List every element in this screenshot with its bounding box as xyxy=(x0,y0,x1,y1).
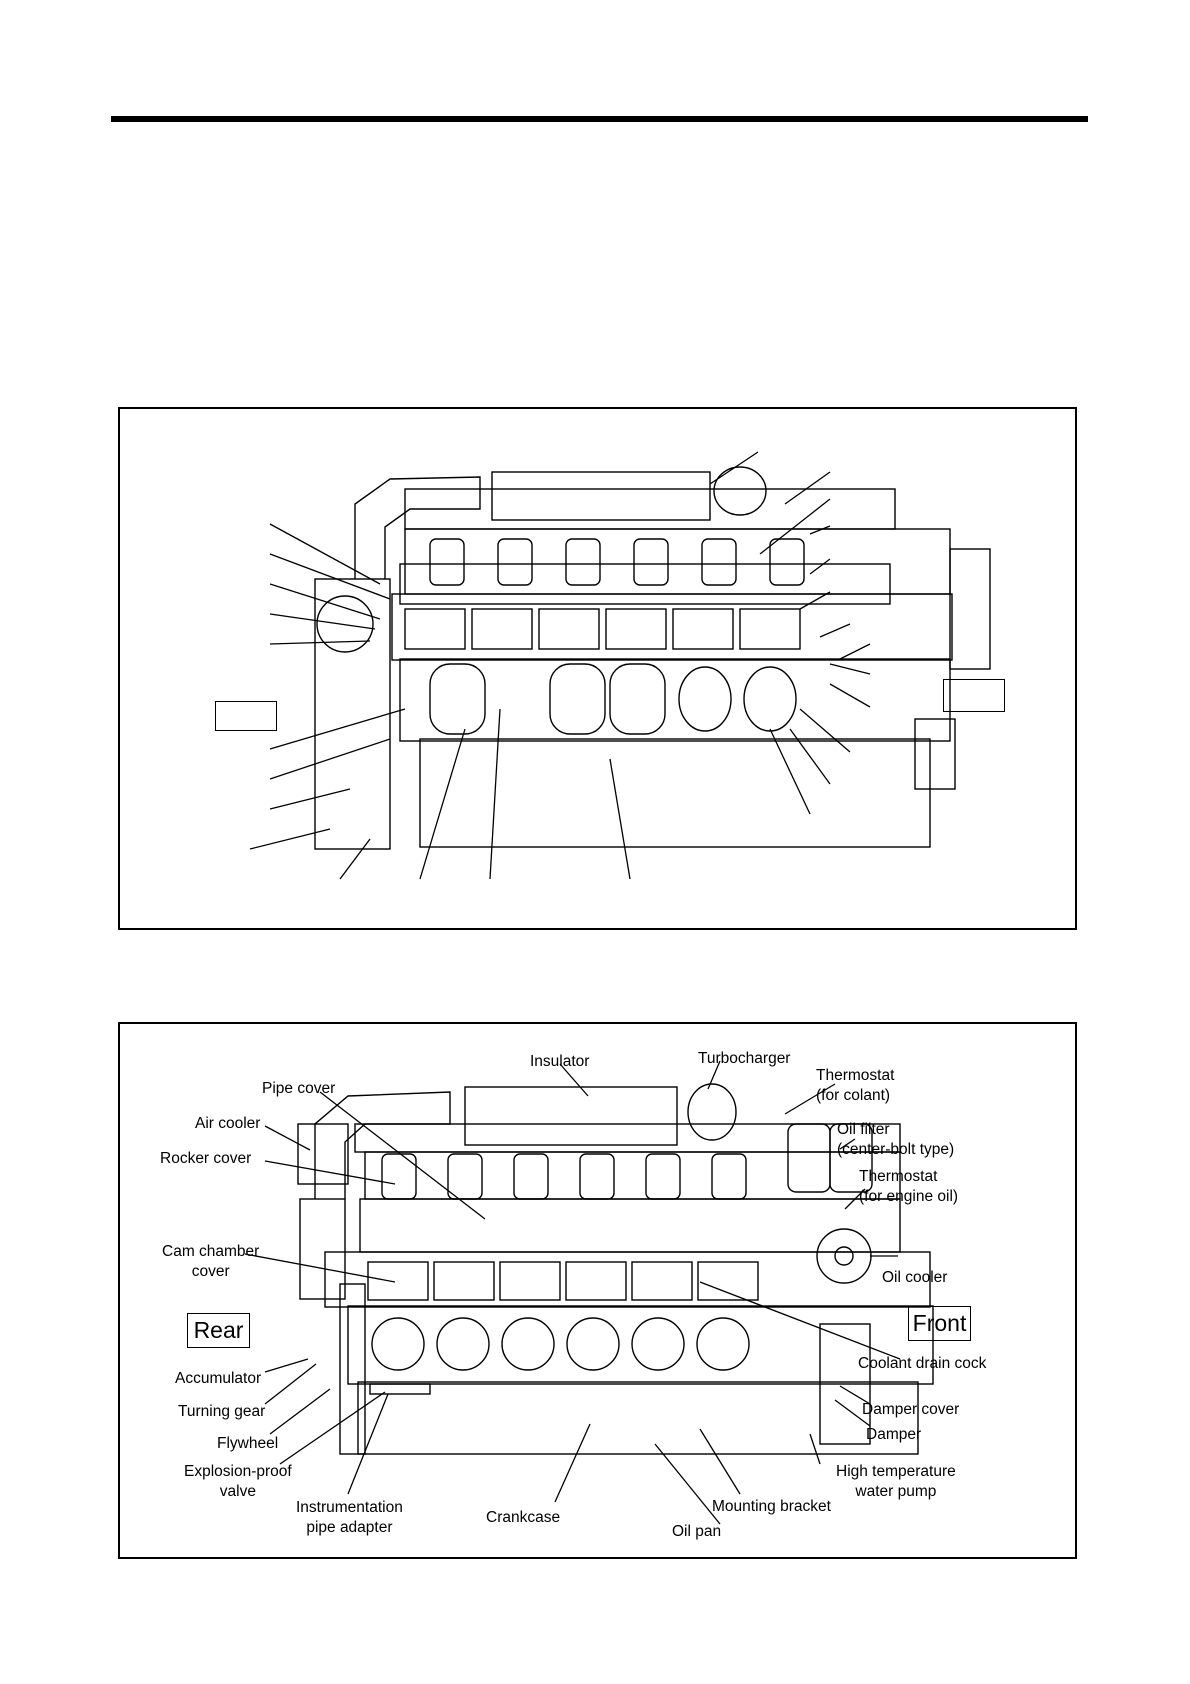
engine-crankcase-outline xyxy=(399,658,951,742)
leader-lines-top xyxy=(249,451,871,880)
engine-oil-cooler-hub xyxy=(834,1246,854,1266)
engine-insulator-block xyxy=(491,471,711,521)
engine-insulator-block xyxy=(464,1086,678,1146)
engine-manifold xyxy=(404,488,896,530)
label-high-temp-water-pump: High temperature water pump xyxy=(836,1463,956,1500)
label-damper-cover: Damper cover xyxy=(862,1401,960,1418)
engine-drawing-labeled xyxy=(244,1060,934,1525)
label-insulator: Insulator xyxy=(530,1053,590,1070)
engine-oil-pan-outline xyxy=(357,1381,919,1455)
engine-crankcase-outline xyxy=(347,1305,934,1385)
blank-tag-right xyxy=(943,679,1005,712)
rocker-covers-labeled xyxy=(381,1153,747,1200)
engine-front-damper xyxy=(819,1323,871,1445)
engine-oil-filter-a xyxy=(787,1123,831,1193)
engine-front-block xyxy=(949,548,991,670)
label-instrumentation-pipe-adapter: Instrumentation pipe adapter xyxy=(296,1499,403,1536)
engine-turbo xyxy=(687,1083,737,1141)
cam-panels-labeled xyxy=(367,1261,759,1301)
engine-front-pump xyxy=(914,718,956,790)
engine-oil-pan-outline xyxy=(419,738,931,848)
label-oil-cooler: Oil cooler xyxy=(882,1269,948,1286)
engine-pipe-cover-body xyxy=(359,1198,901,1253)
leader-lines-labeled xyxy=(244,1060,901,1525)
label-flywheel: Flywheel xyxy=(217,1435,279,1452)
engine-turbo xyxy=(713,466,767,516)
front-tag: Front xyxy=(908,1306,971,1341)
label-thermostat-oil: Thermostat (for engine oil) xyxy=(859,1168,959,1205)
engine-view-panel-top xyxy=(118,407,1077,930)
engine-manifold xyxy=(354,1123,901,1153)
label-oil-filter: Oil filter (center-bolt type) xyxy=(837,1121,955,1158)
engine-view-panel-labeled: Insulator Turbocharger Thermostat (for c… xyxy=(118,1022,1077,1559)
label-damper: Damper xyxy=(866,1426,922,1443)
rocker-covers-top xyxy=(429,538,805,586)
header-rule xyxy=(111,116,1088,122)
engine-drawing-top xyxy=(249,451,991,880)
label-oil-pan: Oil pan xyxy=(672,1523,722,1540)
label-mounting-bracket: Mounting bracket xyxy=(712,1498,831,1515)
label-pipe-cover: Pipe cover xyxy=(262,1080,336,1097)
crank-doors-labeled xyxy=(371,1317,750,1371)
label-cam-chamber-cover: Cam chamber cover xyxy=(162,1243,260,1280)
label-coolant-drain-cock: Coolant drain cock xyxy=(858,1355,987,1372)
label-crankcase: Crankcase xyxy=(486,1509,561,1526)
engine-rear-box xyxy=(299,1198,346,1300)
engine-rear-duct xyxy=(354,476,481,579)
engine-air-cooler xyxy=(297,1123,349,1185)
label-accumulator: Accumulator xyxy=(175,1370,262,1387)
label-explosion-proof-valve: Explosion-proof valve xyxy=(184,1463,292,1500)
engine-instr-adapter xyxy=(369,1383,431,1395)
label-turbocharger: Turbocharger xyxy=(698,1050,791,1067)
label-rocker-cover: Rocker cover xyxy=(160,1150,252,1167)
rear-tag: Rear xyxy=(187,1313,250,1348)
engine-head-band xyxy=(404,528,951,595)
engine-cam-band xyxy=(324,1251,931,1308)
engine-oil-cooler xyxy=(816,1228,872,1284)
engine-flywheel-housing xyxy=(339,1283,366,1455)
label-air-cooler: Air cooler xyxy=(195,1115,261,1132)
engine-rear-frame xyxy=(314,578,391,850)
engine-rear-gear xyxy=(316,595,374,653)
crank-doors-top xyxy=(429,663,797,735)
engine-oil-filter-b xyxy=(829,1123,873,1193)
label-turning-gear: Turning gear xyxy=(178,1403,266,1420)
cam-panels-top xyxy=(404,608,801,650)
engine-pipe-cover xyxy=(399,563,891,605)
label-thermostat-coolant: Thermostat (for colant) xyxy=(816,1067,895,1104)
blank-tag-left xyxy=(215,701,277,731)
